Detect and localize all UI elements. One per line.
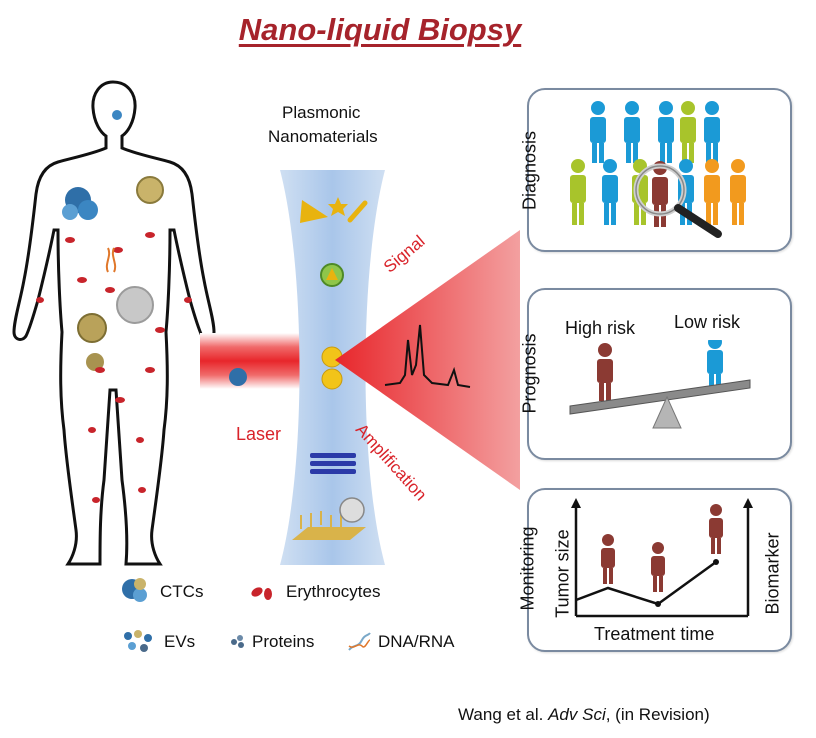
legend-evs: EVs <box>164 632 196 651</box>
plasmonic-beam <box>280 170 385 565</box>
high-risk-person <box>597 343 613 401</box>
figure-title: Nano-liquid Biopsy <box>238 12 522 47</box>
person-row-bottom <box>570 159 746 227</box>
signal-cone <box>335 230 520 490</box>
legend-ctcs: CTCs <box>160 582 204 601</box>
legend-proteins: Proteins <box>252 632 315 651</box>
proteins-legend-icon <box>231 635 244 648</box>
patient-2 <box>651 542 665 592</box>
diagnosis-crowd <box>570 101 746 238</box>
erythrocytes-legend-icon <box>251 587 272 600</box>
prognosis-panel <box>527 288 792 460</box>
dna-strand <box>105 247 117 273</box>
citation-status: , (in Revision) <box>605 705 710 724</box>
biomarker-axis-label: Biomarker <box>762 532 783 615</box>
low-risk-person <box>707 340 723 390</box>
treatment-time-label: Treatment time <box>594 624 715 644</box>
ctc-cell-gold-1 <box>136 176 164 204</box>
ctcs-legend-icon <box>122 578 147 602</box>
prognosis-label: Prognosis <box>519 333 540 414</box>
erythrocytes <box>36 232 192 503</box>
high-risk-label: High risk <box>565 318 636 338</box>
monitoring-label: Monitoring <box>517 526 538 611</box>
citation-authors: Wang et al. <box>458 705 544 724</box>
patient-1 <box>601 534 615 584</box>
nano-rod <box>347 200 368 223</box>
nano-triangle <box>300 200 328 223</box>
evs-legend-icon <box>124 630 152 652</box>
diagnosis-label: Diagnosis <box>519 130 540 211</box>
brain-marker <box>112 110 122 120</box>
dna-legend-icon <box>348 632 371 651</box>
ctc-cluster-1 <box>62 187 98 220</box>
nano-sheets <box>310 453 356 474</box>
ctc-cell-grey <box>116 286 154 324</box>
citation-journal: Adv Sci <box>548 705 606 724</box>
trend-line <box>575 560 717 606</box>
nanopillar-array <box>292 511 366 540</box>
legend-dna-rna: DNA/RNA <box>378 632 455 651</box>
citation: Wang et al. Adv Sci, (in Revision) <box>458 705 710 725</box>
legend-erythrocytes: Erythrocytes <box>286 582 381 601</box>
plasmonic-heading-2: Nanomaterials <box>268 127 378 146</box>
nano-star <box>328 197 348 216</box>
seesaw-icon <box>569 340 751 429</box>
low-risk-label: Low risk <box>674 312 741 332</box>
laser-label: Laser <box>236 424 282 444</box>
plasmonic-heading-1: Plasmonic <box>282 103 361 122</box>
raman-spectrum-icon <box>384 324 471 388</box>
monitoring-plot <box>571 498 753 618</box>
human-body-diagram <box>12 80 216 566</box>
magnifier-icon <box>633 163 722 238</box>
body-outline <box>12 80 216 566</box>
ctc-cell-gold-3 <box>86 353 104 371</box>
ctc-in-beam <box>229 368 247 386</box>
person-row-top <box>590 101 720 163</box>
ctc-cell-gold-2 <box>77 313 107 343</box>
patient-3 <box>709 504 723 554</box>
